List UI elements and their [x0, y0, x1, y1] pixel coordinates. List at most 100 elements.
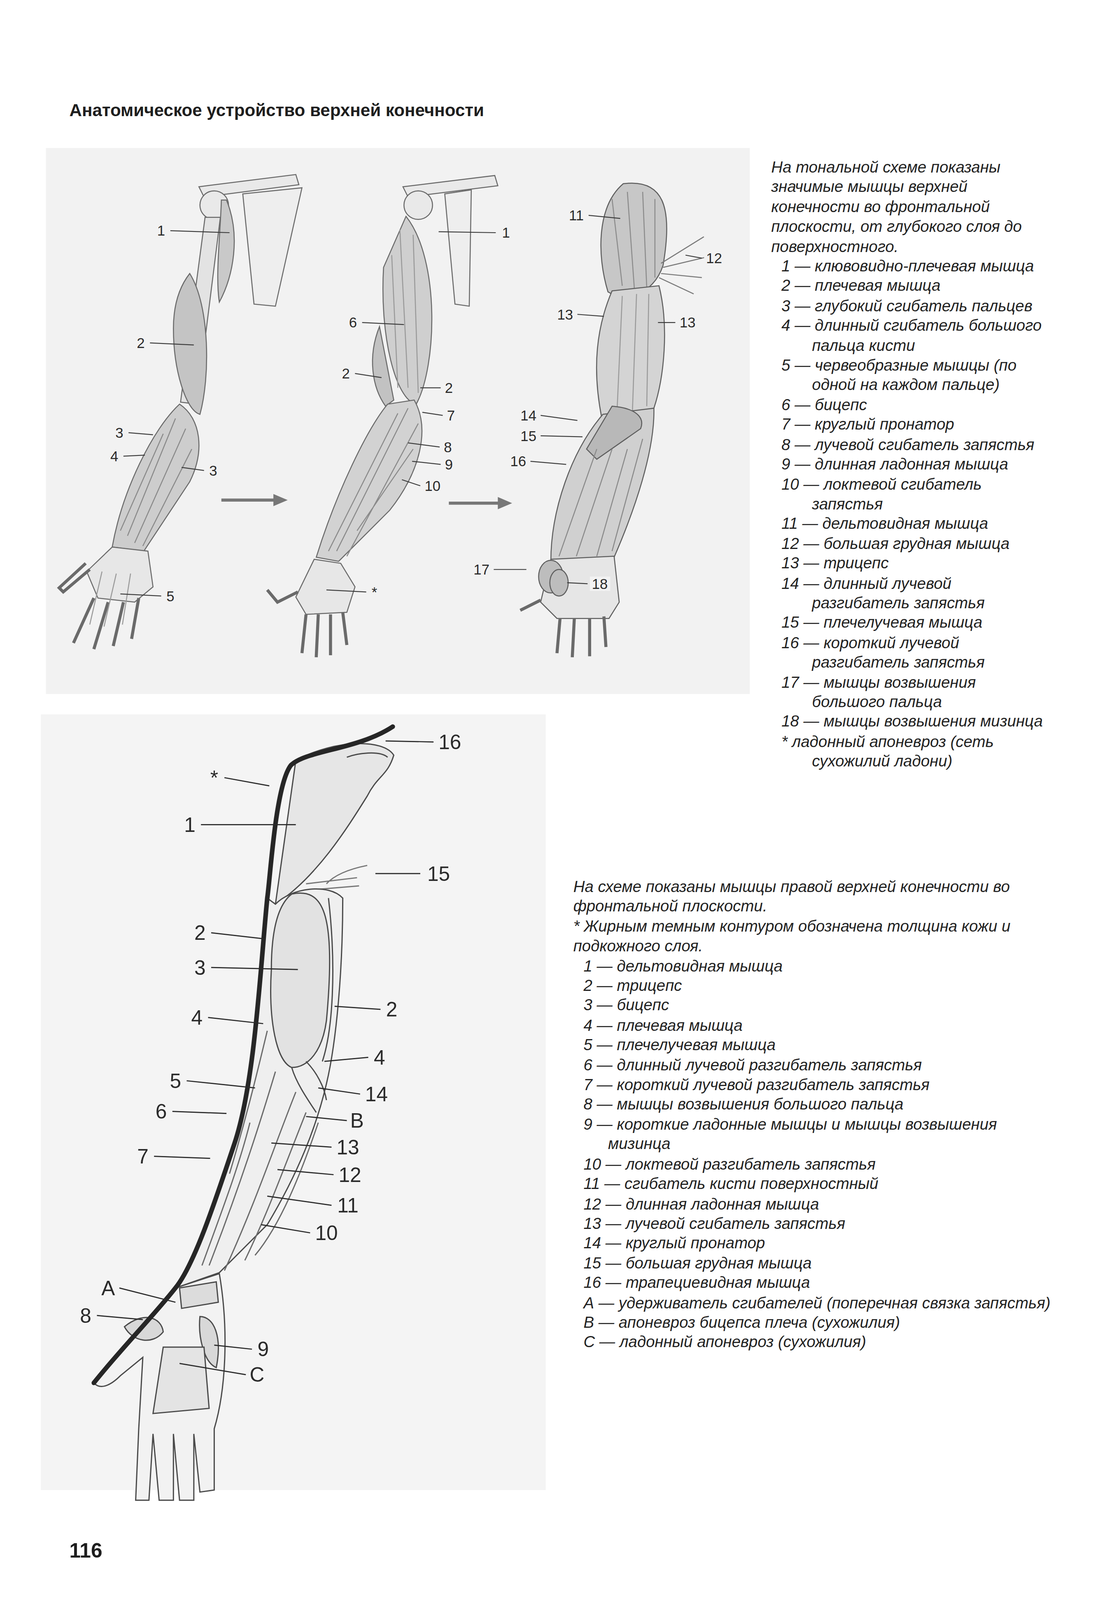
deep-arm-figure [59, 174, 303, 649]
legend-item: 12 — большая грудная мышца [771, 533, 1051, 553]
callout-number: 9 [442, 456, 455, 472]
callout-number: 14 [518, 407, 539, 423]
callout-number: 11 [335, 1194, 361, 1216]
legend-item: 2 — плечевая мышца [771, 275, 1051, 296]
legend-item: В — апоневроз бицепса плеча (сухожилия) [573, 1311, 1058, 1332]
leader-line [96, 740, 434, 1375]
callout-number: 10 [422, 478, 443, 493]
callout-number: * [369, 584, 380, 599]
legend-item: 18 — мышцы возвышения мизинца [771, 711, 1051, 732]
callout-number: 12 [703, 251, 725, 266]
callout-number: 11 [566, 208, 586, 223]
callout-number: 4 [371, 1046, 387, 1068]
sequence-arrow [221, 493, 513, 509]
callout-number: С [247, 1363, 267, 1385]
callout-number: 16 [436, 731, 464, 753]
superficial-arm-figure [520, 183, 706, 658]
legend-item: А — удерживатель сгибателей (поперечная … [573, 1292, 1058, 1312]
legend-item: 16 — трапециевидная мышца [573, 1272, 1058, 1292]
callout-number: В [348, 1109, 366, 1131]
callout-number: 3 [207, 463, 220, 478]
callout-number: 14 [363, 1083, 390, 1105]
legend-item: С — ладонный апоневроз (сухожилия) [573, 1331, 1058, 1352]
callout-number: 1 [155, 223, 168, 238]
legend-item: 6 — бицепс [771, 394, 1051, 415]
legend-item: 14 — круглый пронатор [573, 1232, 1058, 1253]
callout-number: 15 [518, 428, 539, 443]
legend-item: 14 — длинный лучевой разгибатель запясть… [771, 573, 1051, 613]
callout-number: 6 [153, 1100, 169, 1122]
callout-number: 2 [384, 998, 400, 1020]
page-title: Анатомическое устройство верхней конечно… [69, 100, 485, 122]
callout-number: А [99, 1277, 117, 1298]
callout-number: 6 [347, 315, 359, 330]
note-text: На тональной схеме показаны значимые мыш… [771, 157, 1051, 257]
callout-number: 8 [77, 1304, 94, 1326]
middle-arm-figure [267, 175, 498, 658]
callout-number: 2 [134, 335, 147, 350]
legend-item: 9 — короткие ладонные мышцы и мышцы возв… [573, 1113, 1058, 1154]
legend-item: 4 — длинный сгибатель большого пальца ки… [771, 315, 1051, 355]
callout-number: 2 [442, 380, 455, 395]
legend-item: 11 — сгибатель кисти поверхностный [573, 1173, 1058, 1193]
legend-item: 5 — червеобразные мышцы (по одной на каж… [771, 355, 1051, 395]
callout-number: 9 [255, 1338, 271, 1359]
legend-item: 10 — локтевой разгибатель запястья [573, 1153, 1058, 1174]
legend-text-block: На схеме показаны мышцы правой верхней к… [573, 876, 1058, 1352]
callout-number: 8 [441, 439, 454, 455]
callout-number: 16 [508, 454, 529, 469]
legend-item: 16 — короткий лучевой разгибатель запяст… [771, 632, 1051, 672]
legend-item: 10 — локтевой сгибатель запястья [771, 473, 1051, 514]
legend-text-block: На тональной схеме показаны значимые мыш… [771, 157, 1051, 772]
callout-number: 2 [192, 922, 208, 943]
legend-item: 4 — плечевая мышца [573, 1014, 1058, 1035]
callout-number: * [208, 767, 221, 788]
callout-number: 2 [339, 366, 352, 381]
callout-number: 5 [167, 1069, 183, 1091]
legend-item: * ладонный апоневроз (сеть сухожилий лад… [771, 731, 1051, 771]
legend-item: 13 — лучевой сгибатель запястья [573, 1212, 1058, 1233]
legend-item: 12 — длинная ладонная мышца [573, 1192, 1058, 1213]
callout-number: 5 [164, 588, 177, 604]
callout-number: 1 [500, 225, 513, 240]
callout-number: 1 [181, 813, 198, 835]
legend-item: 3 — бицепс [573, 994, 1058, 1015]
legend-item: 7 — круглый пронатор [771, 414, 1051, 435]
right-arm-figure [93, 743, 394, 1500]
page-number: 116 [69, 1538, 103, 1562]
legend-item: 13 — трицепс [771, 552, 1051, 573]
callout-number: 7 [445, 407, 457, 423]
panel-ground [46, 147, 751, 694]
callout-number: 4 [108, 448, 121, 464]
callout-number: 10 [312, 1222, 340, 1243]
callout-number: 4 [189, 1006, 205, 1028]
legend-item: 8 — лучевой сгибатель запястья [771, 434, 1051, 455]
callout-number: 15 [425, 862, 452, 884]
callout-number: 13 [334, 1136, 362, 1158]
legend-item: 9 — длинная ладонная мышца [771, 454, 1051, 474]
callout-number: 7 [135, 1145, 151, 1167]
legend-item: 7 — короткий лучевой разгибатель запясть… [573, 1074, 1058, 1095]
legend-item: 15 — большая грудная мышца [573, 1252, 1058, 1273]
legend-item: 1 — клювовидно-плечевая мышца [771, 256, 1051, 276]
legend-item: 5 — плечелучевая мышца [573, 1034, 1058, 1055]
legend-item: 17 — мышцы возвышения большого пальца [771, 671, 1051, 712]
legend-item: 2 — трицепс [573, 975, 1058, 995]
callout-number: 17 [471, 561, 492, 577]
legend-item: 6 — длинный лучевой разгибатель запястья [573, 1054, 1058, 1075]
legend-item: 11 — дельтовидная мышца [771, 513, 1051, 534]
note-text: * Жирным темным контуром обозначена толщ… [573, 915, 1058, 956]
callout-number: 18 [589, 576, 611, 591]
legend-item: 3 — глубокий сгибатель пальцев [771, 295, 1051, 316]
callout-number: 13 [555, 307, 576, 322]
legend-item: 8 — мышцы возвышения большого пальца [573, 1094, 1058, 1114]
callout-number: 3 [192, 956, 208, 978]
leader-line [120, 215, 702, 596]
legend-item: 15 — плечелучевая мышца [771, 612, 1051, 633]
callout-number: 13 [677, 315, 698, 330]
callout-number: 12 [336, 1163, 364, 1185]
legend-item: 1 — дельтовидная мышца [573, 955, 1058, 976]
callout-number: 3 [113, 425, 126, 440]
